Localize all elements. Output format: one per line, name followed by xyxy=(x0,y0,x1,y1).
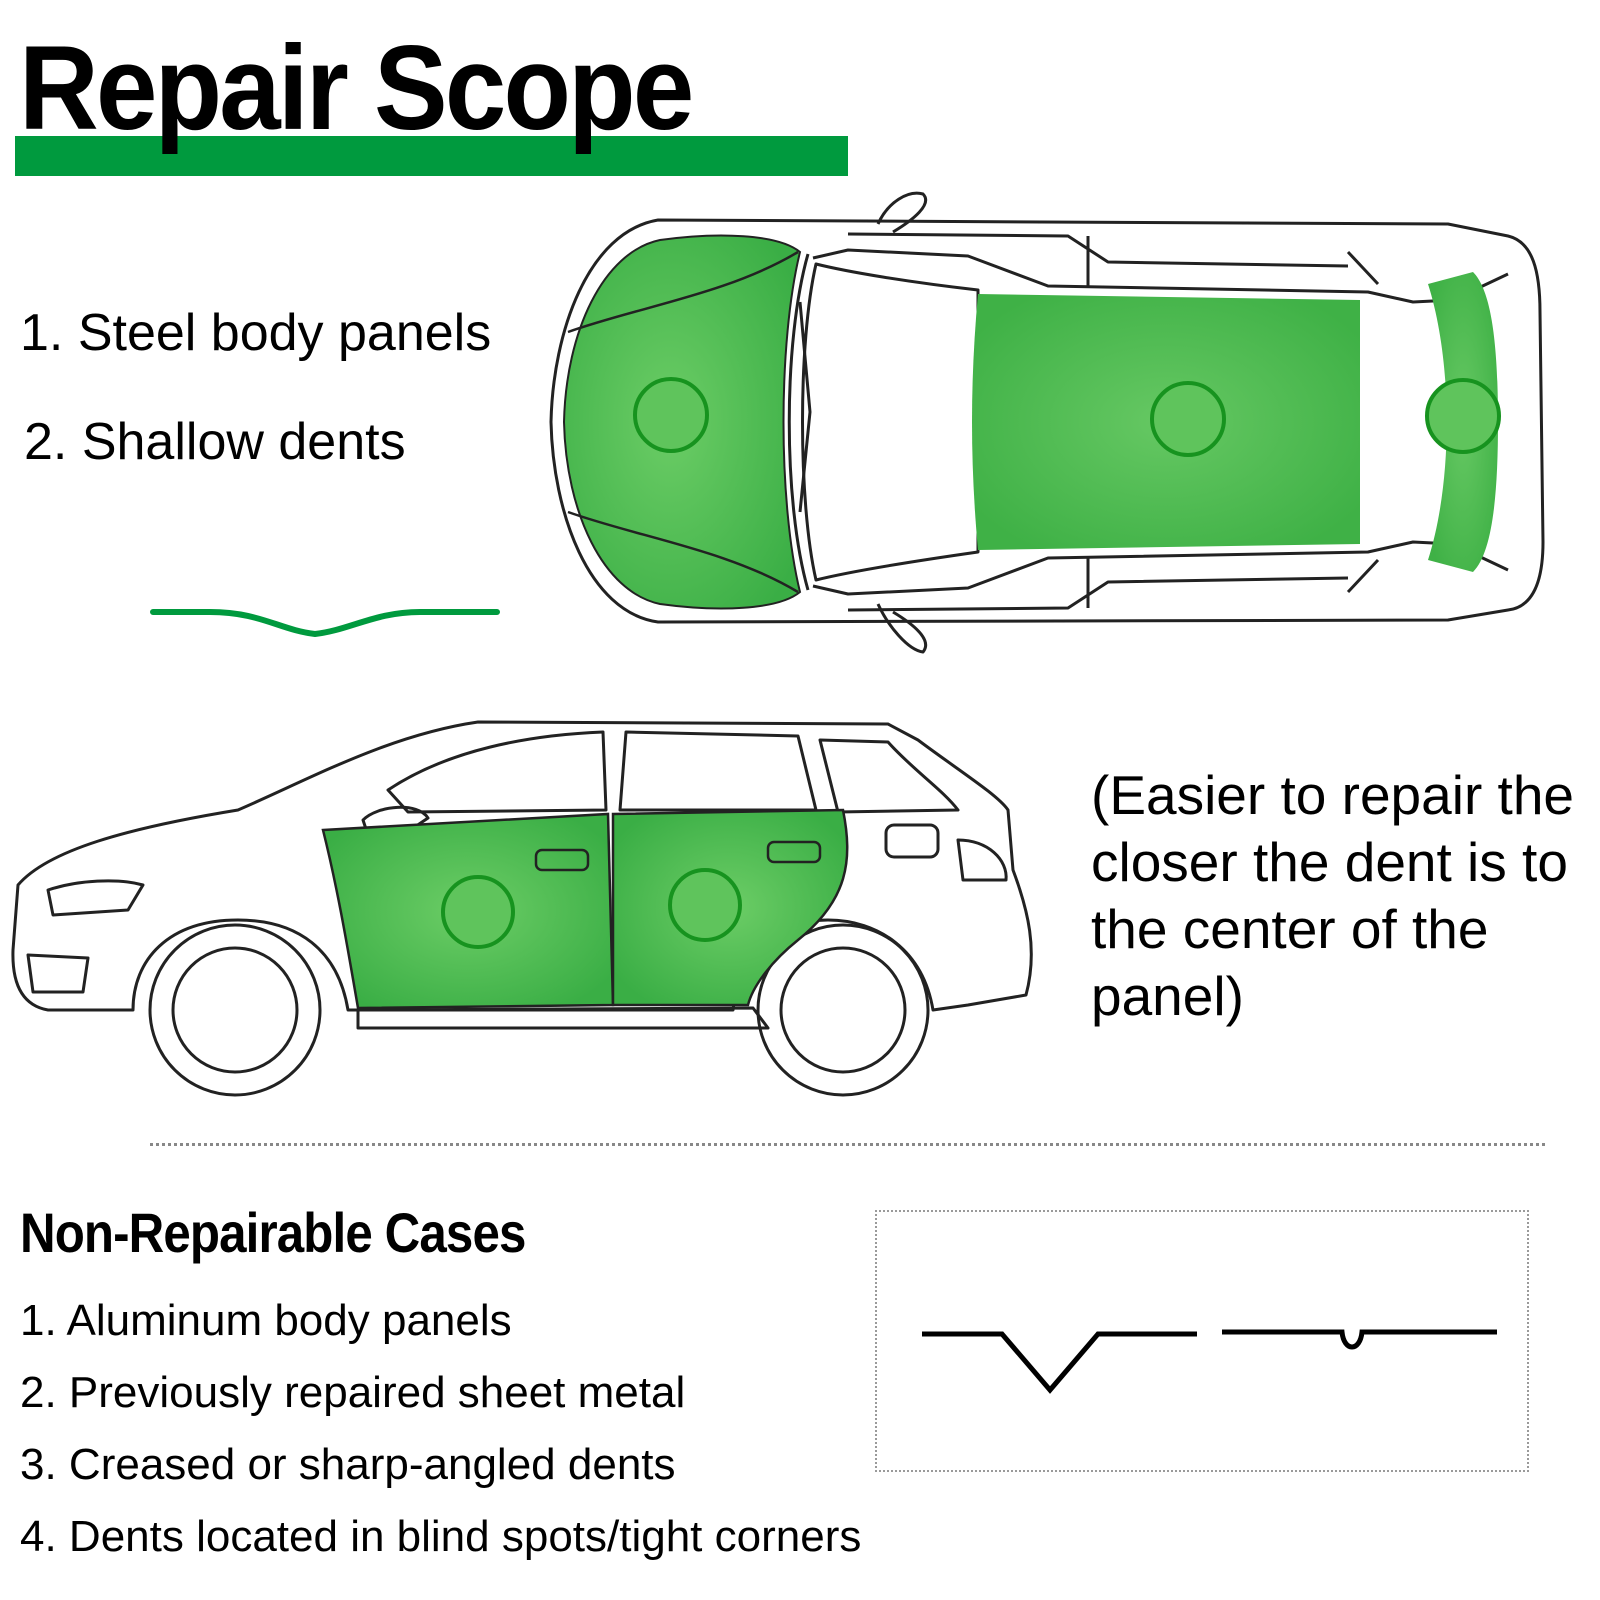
dent-ring-front-door xyxy=(441,875,515,949)
non-repairable-item-aluminum: 1. Aluminum body panels xyxy=(20,1296,512,1345)
title-block: Repair Scope xyxy=(15,18,848,178)
car-side-view xyxy=(11,720,1033,1097)
repairable-item-shallow: 2. Shallow dents xyxy=(24,413,406,471)
small-crease-dent-icon xyxy=(1222,1329,1497,1350)
repair-note: (Easier to repair the closer the dent is… xyxy=(1091,764,1574,1027)
non-repairable-item-creased: 3. Creased or sharp-angled dents xyxy=(20,1440,676,1489)
section-divider xyxy=(150,1143,1545,1146)
dent-ring-roof xyxy=(1150,381,1226,457)
non-repairable-item-previously-repaired: 2. Previously repaired sheet metal xyxy=(20,1368,686,1417)
car-top-view xyxy=(549,191,1545,654)
non-repairable-item-blind-spots: 4. Dents located in blind spots/tight co… xyxy=(20,1512,862,1561)
non-repairable-heading: Non-Repairable Cases xyxy=(20,1201,526,1264)
title-underline-bar xyxy=(15,136,848,176)
repairable-item-steel: 1. Steel body panels xyxy=(20,304,492,362)
dent-ring-trunk xyxy=(1425,378,1501,454)
dent-ring-hood xyxy=(633,377,709,453)
page-title: Repair Scope xyxy=(19,21,694,155)
shallow-dent-curve-icon xyxy=(150,609,500,638)
dent-ring-rear-door xyxy=(668,868,742,942)
dent-profile-box xyxy=(875,1210,1529,1472)
sharp-v-dent-icon xyxy=(922,1331,1197,1394)
